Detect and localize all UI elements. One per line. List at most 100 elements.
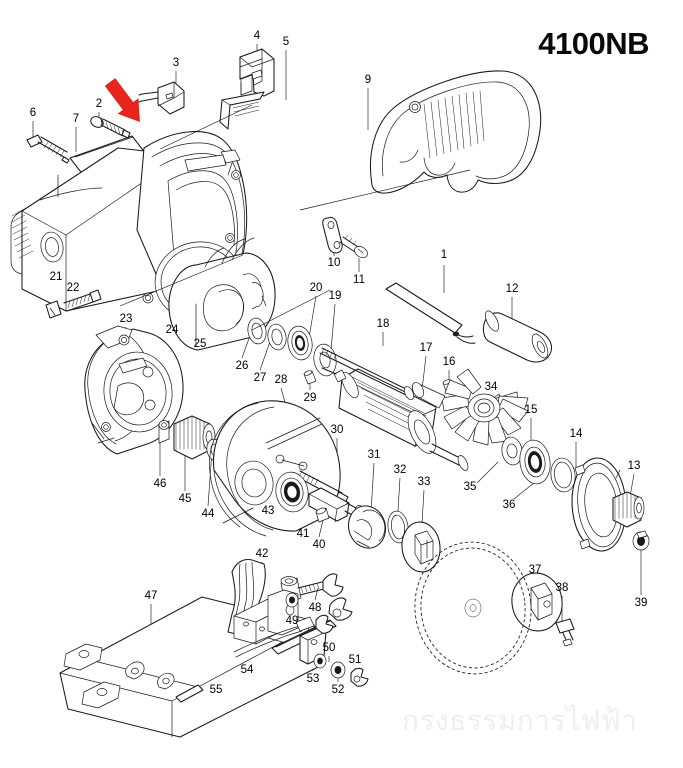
part-4-switch	[239, 48, 275, 97]
part-34-fan	[411, 368, 529, 446]
part-43-bearing	[275, 471, 309, 513]
part-10-link-plate	[322, 216, 343, 254]
callout-54: 54	[240, 664, 254, 676]
leader-17	[421, 355, 427, 391]
callout-29: 29	[303, 392, 317, 404]
part-1-power-cord	[385, 282, 476, 344]
callout-25: 25	[193, 338, 207, 350]
callout-19: 19	[328, 290, 342, 302]
callout-30: 30	[330, 424, 344, 436]
callout-32: 32	[393, 464, 407, 476]
part-49-washer	[285, 592, 299, 608]
callout-43: 43	[261, 505, 275, 517]
callout-45: 45	[178, 493, 192, 505]
part-33-inner-flange	[401, 521, 441, 573]
callout-41: 41	[296, 528, 310, 540]
callout-17: 17	[419, 342, 433, 354]
callout-42: 42	[255, 548, 269, 560]
callout-35: 35	[463, 481, 477, 493]
part-20-bearing	[287, 325, 313, 361]
part-48-bolt	[297, 573, 344, 597]
part-17-armature	[321, 367, 469, 471]
callout-27: 27	[253, 372, 267, 384]
callout-26: 26	[235, 360, 249, 372]
callout-7: 7	[72, 113, 80, 125]
callout-51: 51	[348, 654, 362, 666]
callout-15: 15	[524, 404, 538, 416]
callout-21: 21	[49, 271, 63, 283]
leader-40	[318, 519, 324, 538]
part-40-key	[315, 507, 330, 523]
leader-31	[370, 462, 375, 513]
callout-39: 39	[634, 597, 648, 609]
callout-9: 9	[364, 74, 372, 86]
callout-24: 24	[165, 324, 179, 336]
part-6-long-screw	[26, 134, 70, 164]
callout-6: 6	[29, 107, 37, 119]
callout-47: 47	[144, 590, 158, 602]
part-13-gear	[612, 491, 645, 528]
part-36-retaining-ring	[550, 457, 576, 493]
leader-48	[314, 587, 319, 601]
callout-55: 55	[209, 684, 223, 696]
callout-31: 31	[367, 449, 381, 461]
part-28-safety-guard	[209, 400, 341, 537]
callout-46: 46	[153, 478, 167, 490]
callout-11: 11	[353, 274, 365, 286]
alignment-guides	[119, 104, 471, 331]
part-12-knob	[482, 310, 553, 363]
part-51-wing-nut	[350, 667, 369, 687]
part-wing-bolt-assembly	[233, 597, 353, 658]
callout-5: 5	[282, 36, 290, 48]
callout-23: 23	[119, 313, 133, 325]
arrow-shape	[104, 78, 140, 122]
part-11-screw	[339, 234, 368, 258]
leader-35	[476, 461, 499, 484]
part-2-screw	[90, 116, 131, 139]
part-46-spacer	[158, 420, 170, 444]
callout-44: 44	[201, 508, 215, 520]
callout-12: 12	[505, 283, 519, 295]
part-31-bearing-retainer	[347, 505, 387, 549]
part-3-brush-holder	[138, 81, 185, 115]
callout-22: 22	[66, 282, 80, 294]
callout-50: 50	[322, 642, 336, 654]
callout-2: 2	[95, 98, 103, 110]
callout-53: 53	[306, 673, 320, 685]
part-23-gear-housing	[84, 325, 184, 455]
part-9-handle-cover	[369, 70, 542, 194]
callout-18: 18	[376, 318, 390, 330]
part-15-bearing	[519, 439, 551, 485]
callout-10: 10	[327, 257, 341, 269]
callout-33: 33	[417, 476, 431, 488]
callout-1: 1	[440, 249, 448, 261]
part-32-o-ring	[387, 510, 409, 544]
watermark-text: กรงธรรมการไฟฟ้า	[402, 704, 638, 737]
part-26-washer	[247, 317, 267, 345]
callout-20: 20	[309, 282, 323, 294]
part-50-washer	[313, 653, 327, 669]
callout-3: 3	[172, 57, 180, 69]
page-title: 4100NB	[538, 26, 649, 61]
callout-4: 4	[253, 30, 261, 42]
red-annotation-arrow	[104, 78, 140, 122]
saw-blade	[414, 541, 532, 675]
callout-48: 48	[308, 602, 322, 614]
part-21-bolt	[45, 300, 62, 319]
part-52-washer	[330, 661, 346, 679]
part-27-ring	[267, 323, 287, 351]
callout-13: 13	[627, 460, 641, 472]
callout-28: 28	[274, 374, 288, 386]
part-39-washer	[632, 530, 650, 551]
callout-49: 49	[285, 615, 299, 627]
callout-34: 34	[484, 381, 498, 393]
callout-36: 36	[502, 499, 516, 511]
part-18-screw	[319, 347, 415, 400]
callout-16: 16	[442, 356, 456, 368]
part-55-rod	[175, 684, 204, 703]
part-14-end-cover	[571, 457, 627, 552]
part-38-bolt	[555, 618, 575, 647]
callout-37: 37	[528, 564, 542, 576]
